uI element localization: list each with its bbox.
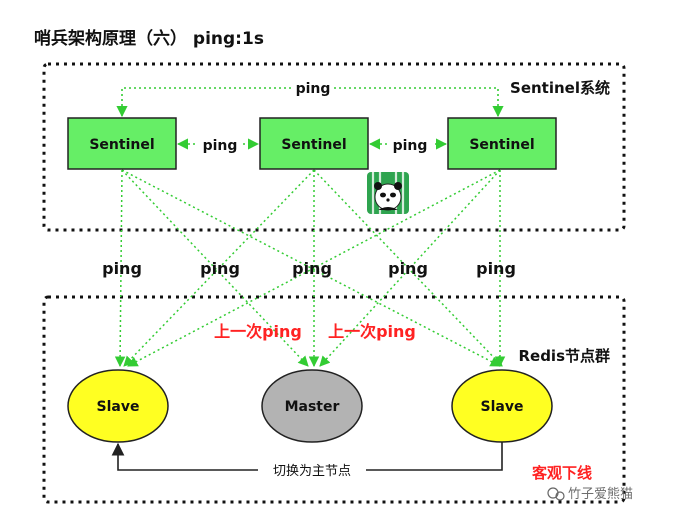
diagram-title: 哨兵架构原理（六） ping:1s [34,28,264,49]
sentinel-system-label: Sentinel系统 [510,79,610,97]
master-node [261,369,363,443]
sentinel-node-1-label: Sentinel [89,137,154,153]
watermark-text: 竹子爱熊猫 [568,486,633,502]
objective-down-label: 客观下线 [531,464,592,482]
ping-label-row-5: ping [476,259,516,278]
sentinel-node-2-label: Sentinel [281,137,346,153]
failover-label: 切换为主节点 [273,464,351,479]
sentinel-node-3 [447,117,557,170]
ping-s1-master [121,169,309,367]
ping-label-s1-s2: ping [203,138,238,154]
ping-s3-slave-left [127,169,501,367]
last-ping-label-1: 上一次ping [214,322,302,341]
redis-cluster-label: Redis节点群 [518,347,610,365]
master-node-label: Master [285,399,340,415]
sentinel-node-2 [259,117,369,170]
sentinel-node-1 [67,117,177,170]
sentinel-system-box [42,62,626,232]
ping-arrows-to-nodes [114,169,506,368]
ping-label-row: ping ping ping ping ping [102,259,516,278]
ping-label-top: ping [296,81,331,97]
panda-logo-icon [367,172,409,214]
ping-s2-slave-right [313,169,503,367]
watermark: 竹子爱熊猫 [547,486,633,502]
ping-label-row-1: ping [102,259,142,278]
ping-s3-master [319,169,501,367]
ping-s2-slave-left [123,169,315,367]
last-ping-label-2: 上一次ping [328,322,416,341]
ping-label-row-4: ping [388,259,428,278]
ping-s1-slave-right [121,169,501,367]
sentinel-node-3-label: Sentinel [469,137,534,153]
redis-cluster-box [42,295,626,504]
slave-node-left [67,369,169,443]
slave-node-right-label: Slave [481,399,524,415]
ping-label-row-2: ping [200,259,240,278]
ping-label-s2-s3: ping [393,138,428,154]
slave-node-left-label: Slave [97,399,140,415]
ping-label-row-3: ping [292,259,332,278]
